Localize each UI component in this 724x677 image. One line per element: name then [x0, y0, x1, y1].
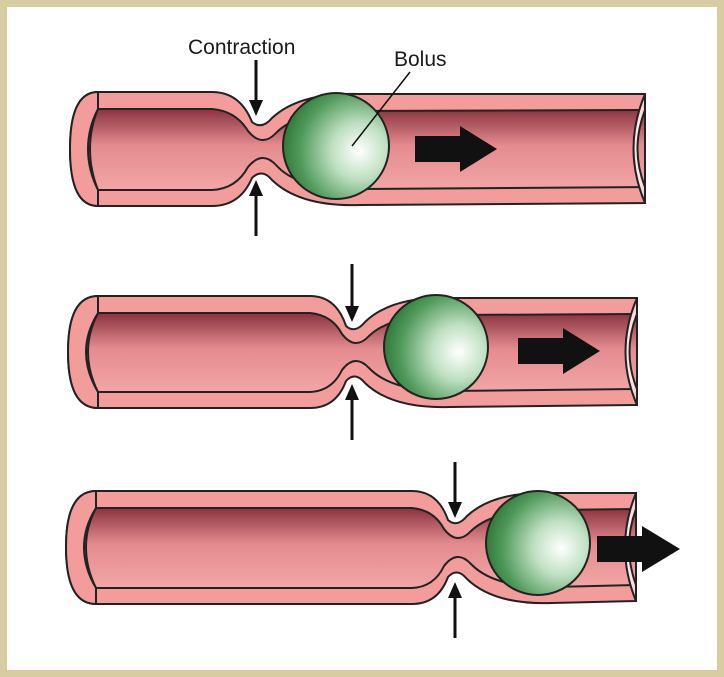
contraction-arrow-top	[249, 60, 263, 116]
bolus-label: Bolus	[394, 48, 447, 71]
bolus	[384, 295, 488, 399]
contraction-label: Contraction	[188, 36, 295, 59]
contraction-arrow-bottom	[249, 180, 263, 236]
contraction-arrow-bottom	[345, 384, 359, 440]
contraction-arrow-bottom	[448, 582, 462, 638]
contraction-arrow-top	[345, 264, 359, 322]
stage-3	[66, 462, 680, 638]
stage-1: Contraction Bolus	[70, 36, 645, 236]
contraction-arrow-top	[448, 462, 462, 518]
bolus	[486, 491, 590, 595]
stage-2	[68, 264, 637, 440]
bolus	[283, 93, 389, 199]
